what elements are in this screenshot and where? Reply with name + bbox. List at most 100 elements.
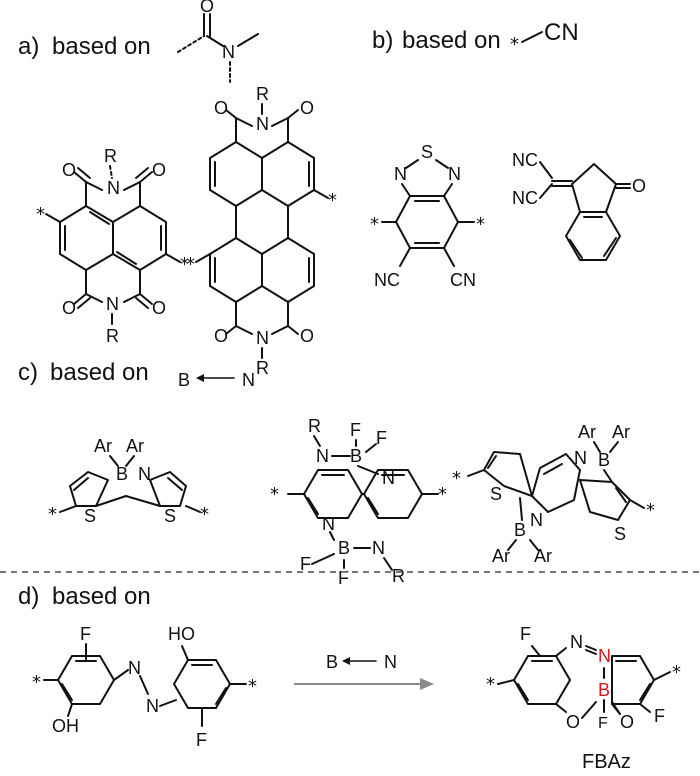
fbaz-oxygen-right: O (620, 712, 634, 732)
c3-aryl-1: Ar (578, 422, 596, 442)
c1-star-right: * (200, 504, 209, 525)
c2-star-right: * (438, 484, 447, 505)
ndi-oxygen-2: O (152, 160, 166, 180)
c1-nitrogen: N (138, 464, 151, 484)
c3-sulfur-left: S (490, 484, 502, 504)
c2-ring-n-bottom: N (322, 514, 335, 534)
section-d-label: d) (18, 583, 39, 610)
reaction-acceptor-b: B (326, 652, 338, 672)
d1-azo-n2: N (146, 696, 159, 716)
fbaz-fluorine-boron: F (598, 715, 608, 732)
pdi-star-right: * (328, 190, 337, 211)
c2-top-f2: F (376, 428, 387, 448)
c3-boron-top: B (598, 450, 610, 470)
c2-ring-n-top: N (382, 468, 395, 488)
btd-nitrogen-2: N (448, 164, 461, 184)
fbaz-name-label: FBAz (582, 751, 631, 773)
d1-fluorine-top: F (80, 624, 91, 644)
pdi-star-left: * (186, 254, 195, 275)
section-d-header: d) based on (18, 583, 151, 610)
c3-star-left: * (452, 468, 461, 489)
c1-sulfur-2: S (164, 506, 176, 526)
c3-aryl-3: Ar (492, 546, 510, 566)
d1-hydroxyl-right: HO (168, 624, 195, 644)
section-b-label: b) (372, 27, 393, 54)
fbaz-star-left: * (486, 674, 495, 695)
amide-nitrogen: N (222, 42, 235, 62)
pdi-top-r: R (256, 84, 269, 104)
bn-pyrazine-thiophene-structure: Ar Ar B N N S * S * B Ar Ar (452, 422, 655, 566)
ndi-oxygen-3: O (62, 298, 76, 318)
pdi-bottom-n: N (256, 328, 269, 348)
btd-nitrogen-1: N (394, 164, 407, 184)
c2-bottom-n: N (372, 538, 385, 558)
d1-hydroxyl-left: OH (52, 716, 79, 736)
pdi-bottom-r: R (256, 358, 269, 378)
c1-aryl-2: Ar (126, 436, 144, 456)
fbaz-boron: B (598, 680, 610, 700)
btd-cyano-left: NC (374, 270, 400, 290)
ndi-oxygen-1: O (62, 160, 76, 180)
section-c-acceptor-b: B (178, 370, 190, 390)
dicyanomethylene-indanone-structure: NC NC O (512, 150, 646, 261)
c3-pyrazine-n-bottom: N (530, 510, 543, 530)
c1-sulfur-1: S (84, 506, 96, 526)
c2-bottom-f2: F (338, 568, 349, 588)
section-a-caption: based on (52, 33, 151, 60)
btd-star-right: * (476, 214, 485, 235)
fbaz-product-structure: F * N N B O O F * F FBAz (486, 624, 681, 773)
section-c-header: c) based on B N (18, 359, 255, 390)
ndi-top-n: N (107, 178, 120, 198)
c3-star-right: * (646, 500, 655, 521)
section-c-label: c) (18, 359, 38, 386)
c2-bottom-r: R (392, 566, 405, 586)
d1-azo-n1: N (128, 658, 141, 678)
naphthalene-diimide-structure: R N O O * * O O N R (36, 146, 189, 346)
c3-sulfur-right: S (614, 524, 626, 544)
fbaz-fluorine-right: F (654, 706, 665, 726)
attachment-star: * (510, 34, 519, 55)
c3-aryl-2: Ar (612, 422, 630, 442)
section-a-label: a) (18, 33, 39, 60)
c1-star-left: * (48, 504, 57, 525)
fbaz-oxygen-left: O (566, 712, 580, 732)
fbaz-nitrogen-amine: N (570, 632, 583, 652)
c2-bottom-b: B (338, 538, 350, 558)
c2-top-r: R (308, 416, 321, 436)
section-c-caption: based on (50, 359, 149, 386)
ndi-top-r: R (104, 146, 117, 166)
ic-oxygen: O (632, 176, 646, 196)
perylene-diimide-structure: R N O O * * O O N (186, 84, 337, 378)
reaction-arrow-group: B N (294, 652, 434, 690)
ndi-oxygen-4: O (152, 298, 166, 318)
pdi-oxygen-1: O (214, 98, 228, 118)
fbaz-fluorine-left: F (520, 624, 531, 644)
amide-oxygen: O (200, 0, 214, 16)
pdi-oxygen-2: O (300, 98, 314, 118)
c2-bottom-f1: F (300, 554, 311, 574)
btd-cyano-right: CN (450, 270, 476, 290)
reaction-arrowhead (420, 678, 434, 690)
pdi-top-n: N (256, 114, 269, 134)
ic-cyano-2: NC (512, 188, 538, 208)
ndi-star-right: * (180, 254, 189, 275)
ndi-star-left: * (36, 204, 45, 225)
pdi-oxygen-4: O (300, 326, 314, 346)
section-a-header: a) based on O N (18, 0, 259, 83)
ic-cyano-1: NC (512, 150, 538, 170)
pdi-oxygen-3: O (214, 326, 228, 346)
btd-star-left: * (370, 214, 379, 235)
section-c-donor-n: N (242, 370, 255, 390)
fbaz-star-right: * (672, 662, 681, 683)
c1-aryl-1: Ar (94, 436, 112, 456)
c3-boron-bottom: B (514, 520, 526, 540)
c3-pyrazine-n-top: N (574, 448, 587, 468)
section-b-header: b) based on * CN (372, 19, 579, 55)
dicyano-benzothiadiazole-structure: S N N * * NC CN (370, 142, 485, 290)
c3-aryl-4: Ar (534, 546, 552, 566)
difluoro-azobenzene-structure: F * OH N N HO * F (32, 624, 257, 750)
c2-top-f1: F (350, 420, 361, 440)
amide-fragment: O N (177, 0, 259, 83)
